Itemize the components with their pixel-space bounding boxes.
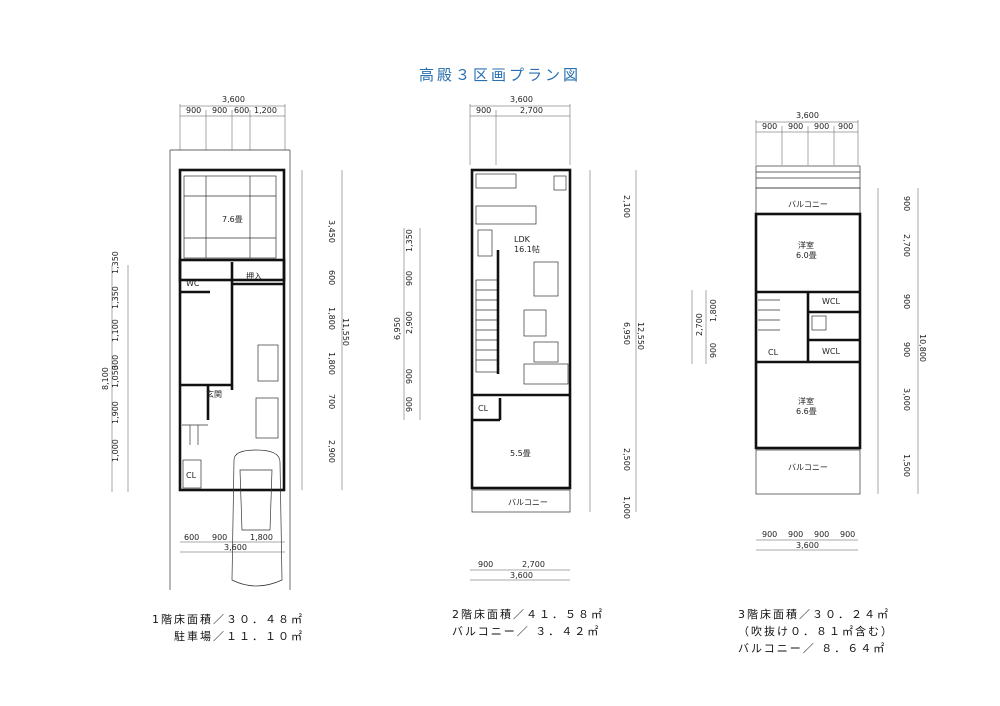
floor1-left-dim: 1,900 [111, 401, 120, 424]
floor3-void-note: （吹抜け０．８１㎡含む） [738, 625, 894, 638]
floor1-cl-label: CL [186, 471, 197, 480]
floor2-balcony-label: バルコニー [508, 498, 548, 507]
floor1-bottom-dim-total: 3,600 [224, 543, 247, 552]
floor3-west-room-2-size: 6.6畳 [796, 407, 817, 416]
floor3-bottom-dim: 900 [814, 530, 829, 539]
floor2-left-dim: 900 [405, 271, 414, 286]
floor1-bottom-dim: 600 [184, 533, 199, 542]
floor2-ldk-size: 16.1帖 [514, 244, 540, 254]
floor1-left-dim-total: 8,100 [101, 367, 110, 390]
floor1-left-dim: 1,050 [111, 365, 120, 388]
floor2-right-dim: 6,950 [622, 322, 631, 345]
floor3-west-room-1-label: 洋室 [798, 240, 814, 250]
floor2-right-dim: 1,000 [622, 496, 631, 519]
floor1-right-dim: 700 [327, 394, 336, 409]
floor2-caption: 2階床面積／４１．５８㎡ バルコニー／ ３．４２㎡ [452, 606, 604, 640]
floor3-right-dim: 900 [902, 196, 911, 211]
floor1-caption: 1階床面積／３０．４８㎡ 駐車場／１１．１０㎡ [152, 611, 304, 645]
floor1-left-dim: 1,100 [111, 319, 120, 342]
floor3-plan: 3,600 900 900 900 900 バルコニー 洋室 6.0畳 WCL … [691, 111, 927, 551]
floor3-right-dim: 900 [902, 294, 911, 309]
floor1-bottom-dim: 900 [212, 533, 227, 542]
floor3-right-dim: 2,700 [902, 234, 911, 257]
floor2-right-dim-total: 12,550 [636, 322, 645, 350]
floor1-right-dim: 1,800 [327, 352, 336, 375]
floor1-wc-label: WC [186, 279, 200, 288]
floor3-right-dim-total: 10,800 [918, 334, 927, 362]
floor3-bottom-dim: 900 [762, 530, 777, 539]
floor3-balcony-area: バルコニー／ ８．６４㎡ [738, 642, 887, 655]
floor3-top-dim: 900 [788, 122, 803, 131]
floor2-area: 2階床面積／４１．５８㎡ [452, 608, 604, 621]
floor3-caption: 3階床面積／３０．２４㎡ （吹抜け０．８１㎡含む） バルコニー／ ８．６４㎡ [738, 606, 894, 657]
floor3-left-dim: 900 [709, 343, 718, 358]
floor1-closet-label: 押入 [246, 271, 262, 281]
floor2-room-label: 5.5畳 [510, 449, 531, 458]
floor3-top-dim: 900 [814, 122, 829, 131]
floor1-tatami-room-label: 7.6畳 [222, 215, 243, 224]
floor1-top-dim: 900 [186, 106, 201, 115]
floor2-balcony-area: バルコニー／ ３．４２㎡ [452, 625, 601, 638]
floor1-parking-area: 駐車場／１１．１０㎡ [174, 630, 304, 643]
floor2-left-dim: 2,900 [405, 311, 414, 334]
floor1-plan: 3,600 900 900 600 1,200 7.6畳 押入 WC 玄関 CL [101, 95, 350, 590]
floor2-bottom-dim: 900 [478, 560, 493, 569]
floor3-top-dim: 900 [838, 122, 853, 131]
floor1-top-dim-total: 3,600 [222, 95, 245, 104]
floor1-left-dim: 1,350 [111, 286, 120, 309]
floor3-bottom-dim: 900 [788, 530, 803, 539]
floor3-balcony-top-label: バルコニー [788, 200, 828, 209]
floor1-area: 1階床面積／３０．４８㎡ [152, 613, 304, 626]
floor2-left-dim: 900 [405, 369, 414, 384]
floor2-left-dim-total: 6,950 [393, 317, 402, 340]
floor3-west-room-2-label: 洋室 [798, 396, 814, 406]
floor2-ldk-label: LDK [514, 235, 531, 244]
page-title: 高殿３区画プラン図 [418, 66, 581, 84]
floor2-plan: 3,600 900 2,700 LDK 16.1帖 CL 5.5畳 バルコニー [393, 95, 645, 581]
floor2-cl-label: CL [478, 404, 489, 413]
floor3-west-room-1-size: 6.0畳 [796, 251, 817, 260]
floor1-left-dim: 1,000 [111, 439, 120, 462]
floor1-right-dim-total: 11,550 [341, 318, 350, 346]
floor2-bottom-dim: 2,700 [522, 560, 545, 569]
floor1-entrance-label: 玄関 [206, 389, 222, 399]
floor1-top-dim: 1,200 [254, 106, 277, 115]
floor3-left-dim: 1,800 [709, 299, 718, 322]
floor3-area: 3階床面積／３０．２４㎡ [738, 608, 890, 621]
floor3-wcl2-label: WCL [822, 347, 840, 356]
floor3-cl-label: CL [768, 348, 779, 357]
floor2-right-dim: 2,100 [622, 195, 631, 218]
floor3-top-dim-total: 3,600 [796, 111, 819, 120]
floor2-top-dim: 900 [476, 106, 491, 115]
floor3-left-dim: 2,700 [695, 313, 704, 336]
floor1-left-dim: 1,350 [111, 251, 120, 274]
floor1-left-dim: 300 [111, 355, 120, 370]
floor1-top-dim: 600 [234, 106, 249, 115]
floor1-right-dim: 1,800 [327, 307, 336, 330]
floor3-right-dim: 3,000 [902, 388, 911, 411]
floor3-top-dim: 900 [762, 122, 777, 131]
floor1-right-dim: 2,900 [327, 440, 336, 463]
floor1-top-dim: 900 [212, 106, 227, 115]
floor2-left-dim: 900 [405, 397, 414, 412]
floor1-bottom-dim: 1,800 [250, 533, 273, 542]
floor3-balcony-bottom-label: バルコニー [788, 463, 828, 472]
floor2-top-dim-total: 3,600 [510, 95, 533, 104]
floor3-bottom-dim-total: 3,600 [796, 541, 819, 550]
floor3-wcl1-label: WCL [822, 297, 840, 306]
floor3-bottom-dim: 900 [840, 530, 855, 539]
floor1-right-dim: 3,450 [327, 220, 336, 243]
floor2-bottom-dim-total: 3,600 [510, 571, 533, 580]
floor1-right-dim: 600 [327, 270, 336, 285]
floor3-right-dim: 900 [902, 342, 911, 357]
floor2-left-dim: 1,350 [405, 229, 414, 252]
floor2-top-dim: 2,700 [520, 106, 543, 115]
floor2-right-dim: 2,500 [622, 448, 631, 471]
floor3-right-dim: 1,500 [902, 454, 911, 477]
